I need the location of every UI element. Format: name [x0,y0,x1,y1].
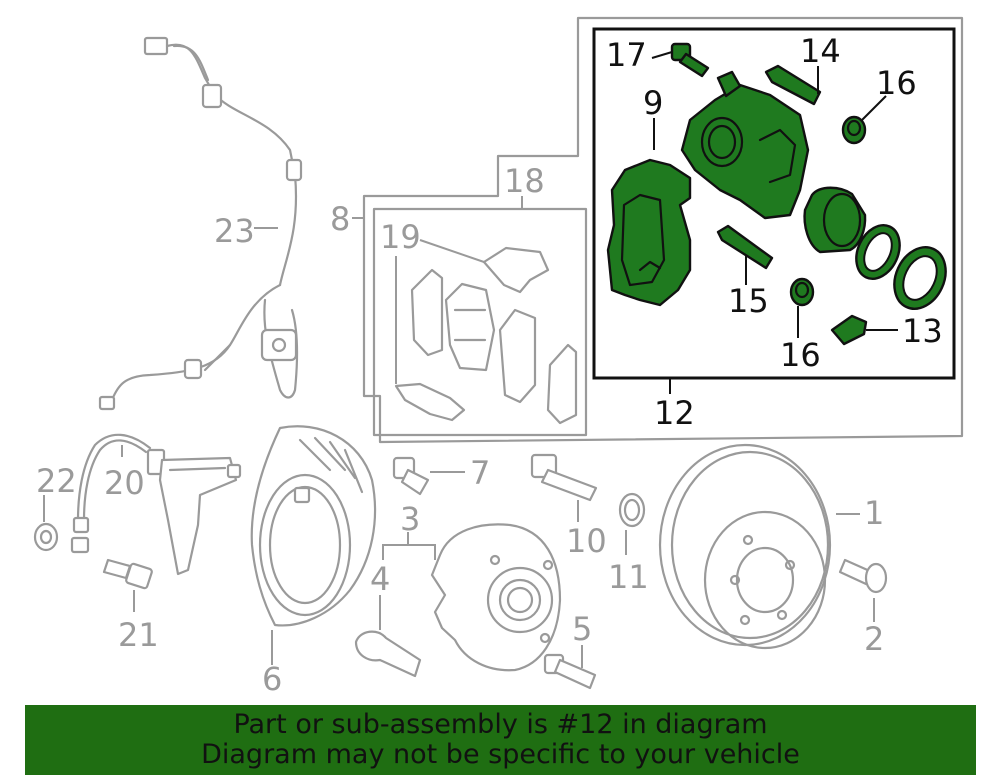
label-14: 14 [800,32,841,70]
brake-hose[interactable] [70,433,166,554]
label-11: 11 [608,558,649,596]
cap-16-upper[interactable] [841,115,867,145]
label-2: 2 [864,620,884,658]
cap-16-lower[interactable] [789,277,815,307]
label-15: 15 [728,282,769,320]
info-banner: Part or sub-assembly is #12 in diagram D… [25,705,976,775]
banner-line-2: Diagram may not be specific to your vehi… [201,739,800,770]
bolt-7[interactable] [392,456,430,496]
label-23: 23 [214,212,255,250]
wheel-speed-sensor-wire[interactable] [98,36,303,411]
bolt-10[interactable] [530,453,598,502]
rotor-screw[interactable] [838,558,888,594]
bolt-5[interactable] [543,653,597,690]
label-13: 13 [902,312,943,350]
hose-washer[interactable] [33,522,59,552]
label-8: 8 [330,200,350,238]
label-5: 5 [572,610,592,648]
caliper-piston[interactable] [803,186,867,254]
guide-pin-15[interactable] [716,224,774,270]
brake-pad-set[interactable] [410,268,578,425]
label-4: 4 [370,560,390,598]
label-6: 6 [262,660,282,698]
label-10: 10 [566,522,607,560]
label-9: 9 [643,84,663,122]
hub-assembly[interactable] [430,523,562,672]
label-7: 7 [470,454,490,492]
label-12: 12 [654,394,695,432]
parts-diagram: 23 20 22 21 6 7 3 4 5 10 11 1 2 8 18 19 … [33,16,964,698]
group-8-outline [362,16,964,444]
label-16-upper: 16 [876,64,917,102]
label-1: 1 [864,494,884,532]
label-20: 20 [104,464,145,502]
pad-clips[interactable] [394,246,550,422]
callout-labels: 23 20 22 21 6 7 3 4 5 10 11 1 2 8 18 19 … [36,32,943,698]
piston-seal[interactable] [848,218,908,286]
piston-boot[interactable] [885,239,956,317]
label-22: 22 [36,462,77,500]
caliper-body[interactable] [680,70,810,220]
bleeder-screw[interactable] [830,314,868,346]
label-3: 3 [400,500,420,538]
label-19: 19 [380,218,421,256]
label-16-lower: 16 [780,336,821,374]
caliper-bracket[interactable] [606,158,692,307]
dust-shield[interactable] [250,425,377,627]
snap-ring[interactable] [618,492,646,528]
brake-rotor[interactable] [658,443,832,650]
label-17: 17 [606,36,647,74]
group-18-box [372,207,588,437]
label-18: 18 [504,162,545,200]
bolt-4[interactable] [354,630,422,678]
label-21: 21 [118,616,159,654]
bolt-17[interactable] [670,42,710,78]
banner-line-1: Part or sub-assembly is #12 in diagram [233,709,768,740]
guide-pin-14[interactable] [764,64,822,106]
group-12-box[interactable] [592,27,956,380]
leader-lines [43,51,898,668]
hose-bracket[interactable] [158,456,242,576]
bolt-21[interactable] [102,558,153,590]
